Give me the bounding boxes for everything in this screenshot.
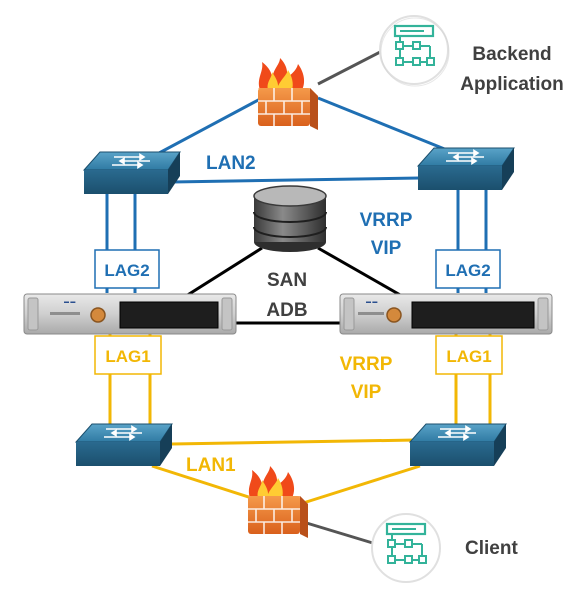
- vrrp-vip-top-line2: VIP: [371, 238, 402, 259]
- backend-label-line2: Application: [460, 74, 563, 95]
- lan2-firewall-right: [317, 96, 453, 154]
- vrrp-vip-bottom-line2: VIP: [351, 382, 382, 403]
- san-database-icon: [253, 185, 327, 252]
- switch-bottom-right-icon: [408, 423, 507, 466]
- switch-bottom-left-icon: [74, 423, 173, 466]
- backend-label-line1: Backend: [472, 44, 551, 65]
- vrrp-vip-top-line1: VRRP: [360, 210, 413, 231]
- lag1-right-box: LAG1: [435, 335, 503, 375]
- lag2-left-box: LAG2: [94, 249, 160, 289]
- switch-top-right-icon: [416, 147, 515, 190]
- switch-top-left-icon: [82, 151, 181, 194]
- lan1-firewall-right: [299, 464, 421, 506]
- lag1-right-label: LAG1: [446, 347, 491, 366]
- firewall-bottom-icon: [248, 466, 308, 538]
- adb-label: ADB: [266, 300, 307, 321]
- lan1-label: LAN1: [186, 455, 236, 476]
- svg-text:▬ ▬: ▬ ▬: [366, 299, 377, 305]
- lag1-left-label: LAG1: [105, 347, 150, 366]
- lan1-firewall-left: [151, 464, 259, 502]
- appliance-right-icon: ▬ ▬: [339, 293, 553, 335]
- firewall-top-icon: [258, 58, 318, 130]
- lag2-right-label: LAG2: [445, 261, 490, 280]
- client-application-icon: [371, 513, 441, 583]
- vrrp-vip-bottom-line1: VRRP: [340, 354, 393, 375]
- san-link-left: [185, 246, 263, 298]
- lag2-left-label: LAG2: [104, 261, 149, 280]
- svg-text:▬ ▬: ▬ ▬: [64, 299, 75, 305]
- backend-link: [317, 48, 385, 86]
- backend-application-icon: [379, 15, 450, 87]
- lag2-right-box: LAG2: [435, 249, 501, 289]
- lan2-firewall-left: [145, 96, 263, 162]
- appliance-left-icon: ▬ ▬: [23, 293, 237, 335]
- san-label: SAN: [267, 270, 307, 291]
- lan1-switch-link: [171, 438, 417, 446]
- client-label: Client: [465, 538, 518, 559]
- lan2-label: LAN2: [206, 153, 256, 174]
- lag1-left-box: LAG1: [94, 335, 162, 375]
- links: [105, 48, 492, 546]
- san-link-right: [317, 246, 403, 298]
- lan2-switch-link: [171, 176, 421, 184]
